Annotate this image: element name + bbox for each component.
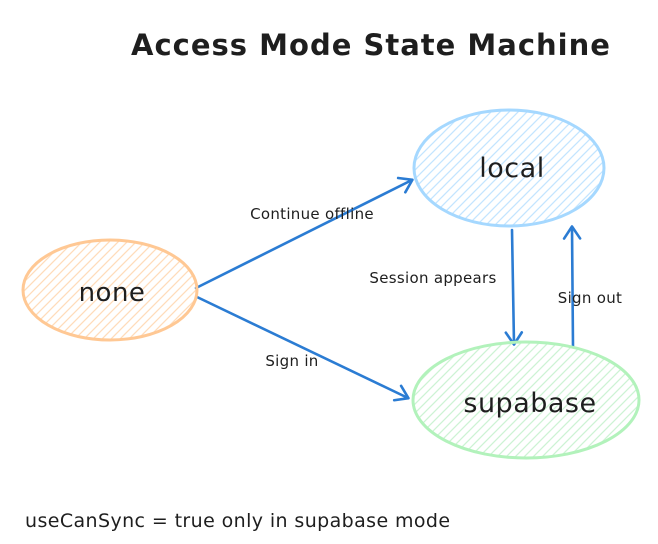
state-node-local: local <box>412 108 606 228</box>
supabase-label: supabase <box>463 388 596 419</box>
supabase-ellipse <box>411 340 641 460</box>
none-label: none <box>79 278 146 308</box>
arrow-none-to-supabase <box>195 295 410 402</box>
label-session-appears: Session appears <box>369 269 496 287</box>
transition-none-to-supabase: Sign in <box>195 295 410 402</box>
usecansync-note: useCanSync = true only in supabase mode <box>25 510 450 532</box>
arrow-supabase-to-local <box>562 225 582 349</box>
transition-none-to-local: Continue offline <box>194 176 414 290</box>
label-sign-in: Sign in <box>265 352 318 370</box>
arrow-none-to-local <box>194 176 414 290</box>
state-node-supabase: supabase <box>411 340 641 460</box>
diagram-title: Access Mode State Machine <box>131 28 611 62</box>
transition-supabase-to-local: Sign out <box>558 225 622 349</box>
local-label: local <box>479 153 544 184</box>
none-ellipse <box>21 238 199 342</box>
transition-local-to-supabase: Session appears <box>369 228 524 346</box>
label-continue-offline: Continue offline <box>250 205 374 223</box>
arrow-local-to-supabase <box>504 228 524 346</box>
local-ellipse <box>412 108 606 228</box>
label-sign-out: Sign out <box>558 289 622 307</box>
state-node-none: none <box>21 238 199 342</box>
